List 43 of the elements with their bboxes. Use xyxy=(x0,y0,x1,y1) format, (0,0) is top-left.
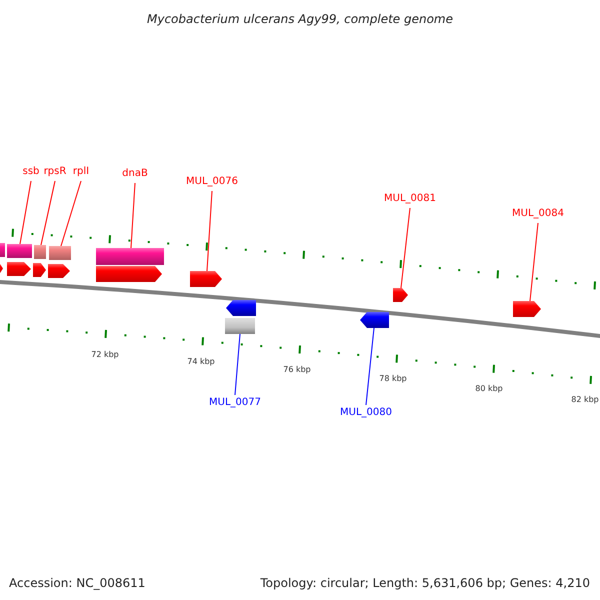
gene-feature xyxy=(7,244,32,258)
gene-feature xyxy=(513,301,541,317)
gene-feature xyxy=(225,318,255,334)
leader-line xyxy=(400,208,410,288)
leader-line xyxy=(206,190,212,272)
gene-feature xyxy=(226,300,256,316)
leader-line xyxy=(40,180,56,246)
leader-line xyxy=(60,180,82,246)
leader-line xyxy=(366,328,374,406)
gene-feature xyxy=(190,271,222,287)
gene-label: MUL_0076 xyxy=(186,175,238,189)
gene-label: MUL_0080 xyxy=(340,406,392,420)
gene-label: MUL_0084 xyxy=(512,207,564,221)
scale-label: 82 kbp xyxy=(571,395,599,406)
gene-feature xyxy=(7,262,31,276)
chart-title: Mycobacterium ulcerans Agy99, complete genome xyxy=(146,11,454,28)
gene-feature xyxy=(393,288,408,302)
gene-feature xyxy=(96,248,164,265)
scale-label: 72 kbp xyxy=(91,350,119,360)
gene-label: MUL_0077 xyxy=(209,396,261,410)
gene-label: rplI xyxy=(72,165,90,179)
gene-label: ssb xyxy=(22,165,40,179)
gene-label: rpsR xyxy=(44,165,66,179)
gene-label: MUL_0081 xyxy=(384,192,436,206)
gene-feature xyxy=(49,246,71,260)
genome-summary-text: Topology: circular; Length: 5,631,606 bp; Genes: 4,210 xyxy=(260,575,590,592)
gene-feature xyxy=(96,266,162,282)
scale-label: 76 kbp xyxy=(283,365,311,376)
gene-feature xyxy=(0,263,3,274)
gene-feature xyxy=(0,243,5,257)
leader-line xyxy=(234,334,240,396)
gene-feature xyxy=(360,312,389,328)
accession-text: Accession: NC_008611 xyxy=(9,575,146,592)
gene-label: dnaB xyxy=(122,167,148,181)
leader-line xyxy=(530,222,538,302)
gene-feature xyxy=(34,245,46,259)
scale-label: 74 kbp xyxy=(187,357,215,368)
gene-feature xyxy=(33,263,46,277)
scale-label: 78 kbp xyxy=(379,374,407,384)
scale-label: 80 kbp xyxy=(475,384,503,394)
leader-line xyxy=(20,180,32,244)
leader-line xyxy=(130,182,136,248)
gene-feature xyxy=(48,264,70,278)
